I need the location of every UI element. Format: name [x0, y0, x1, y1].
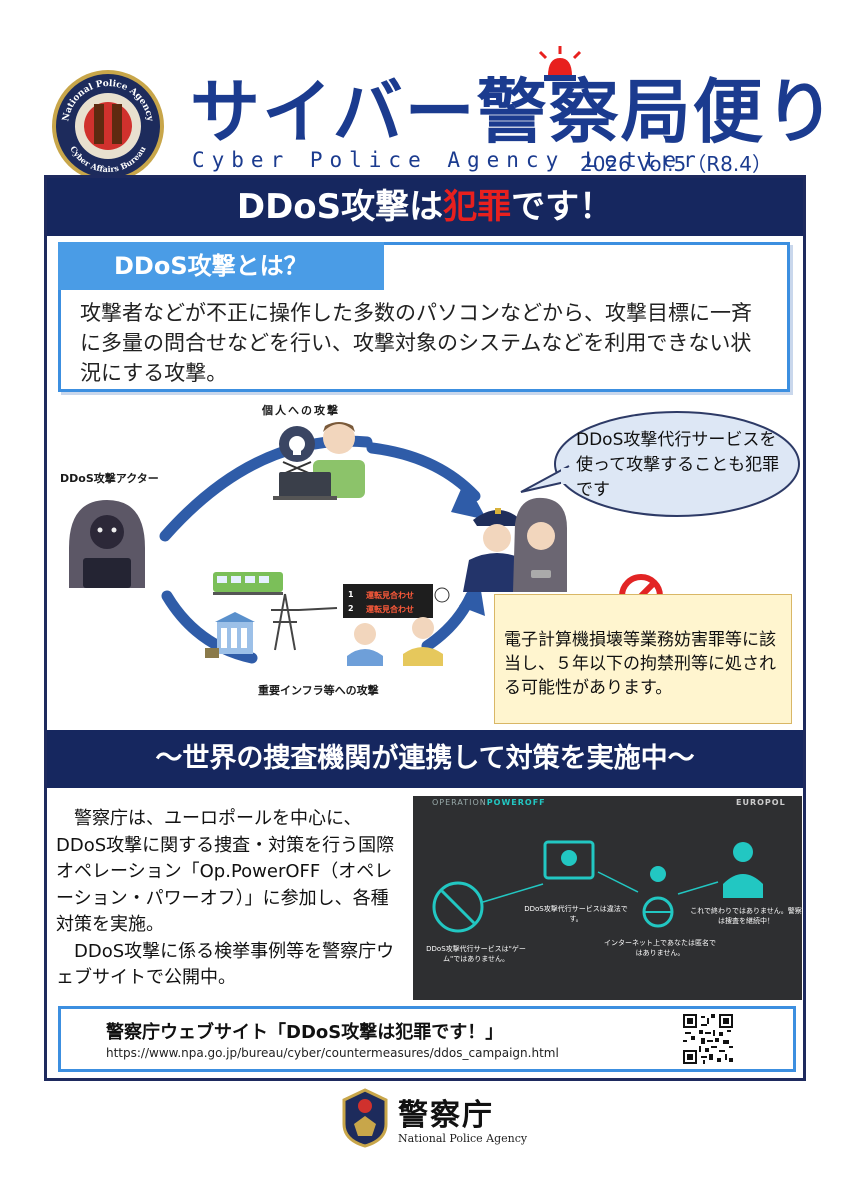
game-controller-prohibited-icon [432, 881, 484, 933]
banner-text-post: です！ [511, 187, 614, 227]
agency-name-english: National Police Agency [398, 1132, 528, 1145]
page-subtitle: Cyber Police Agency Letter [192, 148, 703, 172]
operation-text-continue: これで終わりではありません。警察は捜査を継続中！ [690, 907, 802, 925]
hacker-figure [69, 500, 145, 588]
npa-emblem [342, 1088, 388, 1148]
qr-code-icon[interactable] [683, 1014, 733, 1064]
europol-logo-text: EUROPOL [736, 798, 786, 807]
board-number-2: 2 [348, 604, 354, 613]
infrastructure-attack-label: 重要インフラ等への攻撃 [258, 684, 379, 697]
operation-title-a: OPERATION [432, 798, 487, 807]
bubble-text: DDoS攻撃代行サービスを使って攻撃することも犯罪です [576, 430, 780, 500]
board-line-2: 運転見合わせ [366, 605, 414, 614]
penalty-notice [494, 594, 792, 724]
cooperation-banner: ～世界の捜査機関が連携して対策を実施中～ [47, 730, 803, 788]
operation-title: OPERATIONPOWEROFF [432, 798, 546, 807]
skull-monitor-icon [543, 840, 595, 880]
banner-text-pre: DDoS攻撃は [236, 187, 444, 227]
website-link-title: 警察庁ウェブサイト「DDoS攻撃は犯罪です！」 [106, 1022, 504, 1043]
police-arrest-figure [463, 497, 567, 592]
issue-number: 2026 Vol.5（R8.4） [580, 152, 772, 176]
actor-label: DDoS攻撃アクター [60, 472, 159, 485]
page-title: サイバー警察局便り [190, 71, 837, 153]
operation-text-game: DDoS攻撃代行サービスは"ゲーム"ではありません。 [426, 945, 526, 963]
agency-name: 警察庁 [398, 1098, 494, 1133]
board-number-1: 1 [348, 590, 354, 599]
operation-icons [432, 840, 763, 933]
arc-bottom-arrow [161, 590, 258, 664]
website-url[interactable]: https://www.npa.go.jp/bureau/cyber/count… [106, 1046, 559, 1060]
content-frame [44, 175, 806, 1081]
power-tower-icon [271, 593, 338, 651]
departure-board-icon [343, 584, 450, 618]
cooperation-text: 警察庁は、ユーロポールを中心に、DDoS攻撃に関する捜査・対策を行う国際オペレー… [56, 806, 406, 992]
penalty-notice-text: 電子計算機損壊等業務妨害罪等に該当し、５年以下の拘禁刑等に処される可能性がありま… [504, 630, 776, 698]
arrow-head-top [451, 480, 487, 520]
website-link-box [58, 1006, 796, 1072]
board-line-1: 運転見合わせ [366, 591, 414, 600]
operation-text-anonymous: インターネット上であなたは匿名ではありません。 [604, 939, 716, 957]
main-banner: DDoS攻撃は犯罪です！ [47, 178, 803, 236]
train-icon [213, 572, 283, 595]
operation-text-illegal: DDoS攻撃代行サービスは違法です。 [524, 905, 628, 923]
bank-icon [205, 612, 255, 658]
police-officer-icon [723, 842, 763, 898]
speech-bubble [520, 411, 800, 517]
cooperation-paragraph-1: 警察庁は、ユーロポールを中心に、DDoS攻撃に関する捜査・対策を行う国際オペレー… [56, 808, 395, 935]
siren-icon [538, 46, 582, 81]
banner-highlight: 犯罪 [443, 187, 512, 227]
personal-attack-label: 個人への攻撃 [262, 404, 340, 417]
commuters-figure [347, 617, 443, 666]
operation-title-b: POWEROFF [486, 798, 546, 807]
cyber-affairs-bureau-emblem: National Police Agency Cyber Affairs Bur… [52, 70, 164, 182]
cooperation-paragraph-2: DDoS攻撃に係る検挙事例等を警察庁ウェブサイトで公開中。 [56, 940, 395, 989]
definition-heading: DDoS攻撃とは？ [58, 242, 384, 290]
definition-text: 攻撃者などが不正に操作した多数のパソコンなどから、攻撃目標に一斉に多量の問合せな… [80, 301, 752, 385]
personal-victim-figure [273, 422, 365, 500]
incognito-globe-icon [642, 866, 674, 928]
